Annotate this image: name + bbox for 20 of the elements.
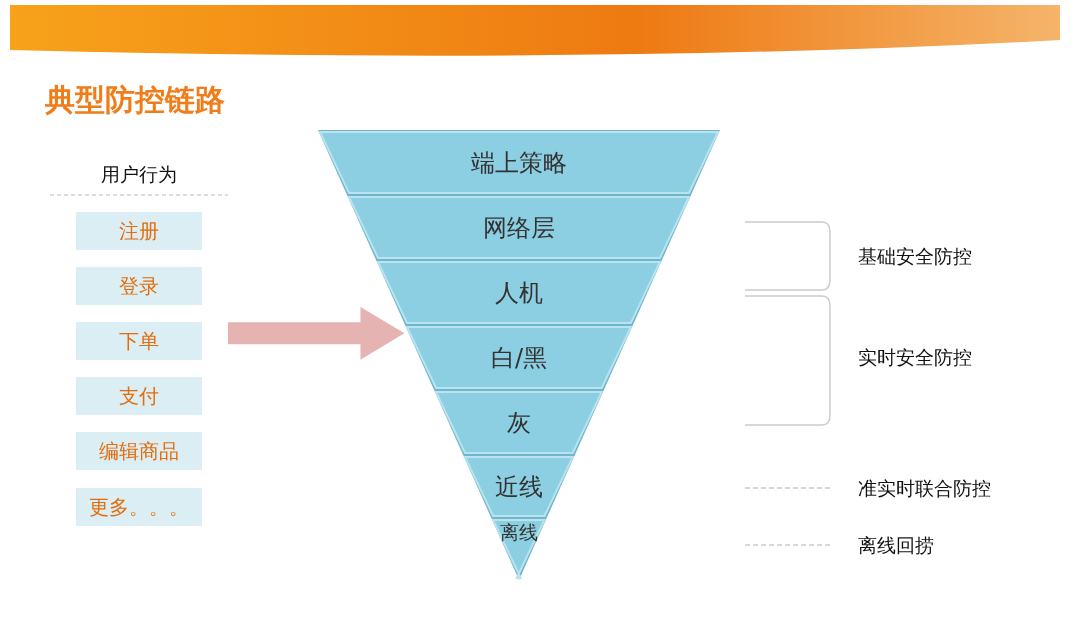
action-box: 下单 (76, 322, 202, 360)
action-box: 登录 (76, 267, 202, 305)
slide-title: 典型防控链路 (45, 81, 225, 119)
action-box: 支付 (76, 377, 202, 415)
layer-label: 近线 (495, 471, 543, 503)
side-label: 准实时联合防控 (858, 476, 991, 501)
layer-label: 离线 (500, 520, 538, 545)
layer-label: 网络层 (483, 212, 555, 244)
action-box: 注册 (76, 212, 202, 250)
side-label: 实时安全防控 (858, 345, 972, 370)
layer-label: 端上策略 (471, 147, 567, 179)
column-heading: 用户行为 (100, 162, 178, 187)
action-box: 更多。。。 (76, 488, 202, 526)
layer-label: 灰 (507, 407, 531, 439)
side-label: 基础安全防控 (858, 244, 972, 269)
layer-label: 白/黑 (490, 342, 548, 374)
side-label: 离线回捞 (858, 533, 934, 558)
arrow (228, 306, 405, 360)
layer-label: 人机 (495, 277, 543, 309)
action-box: 编辑商品 (76, 432, 202, 470)
